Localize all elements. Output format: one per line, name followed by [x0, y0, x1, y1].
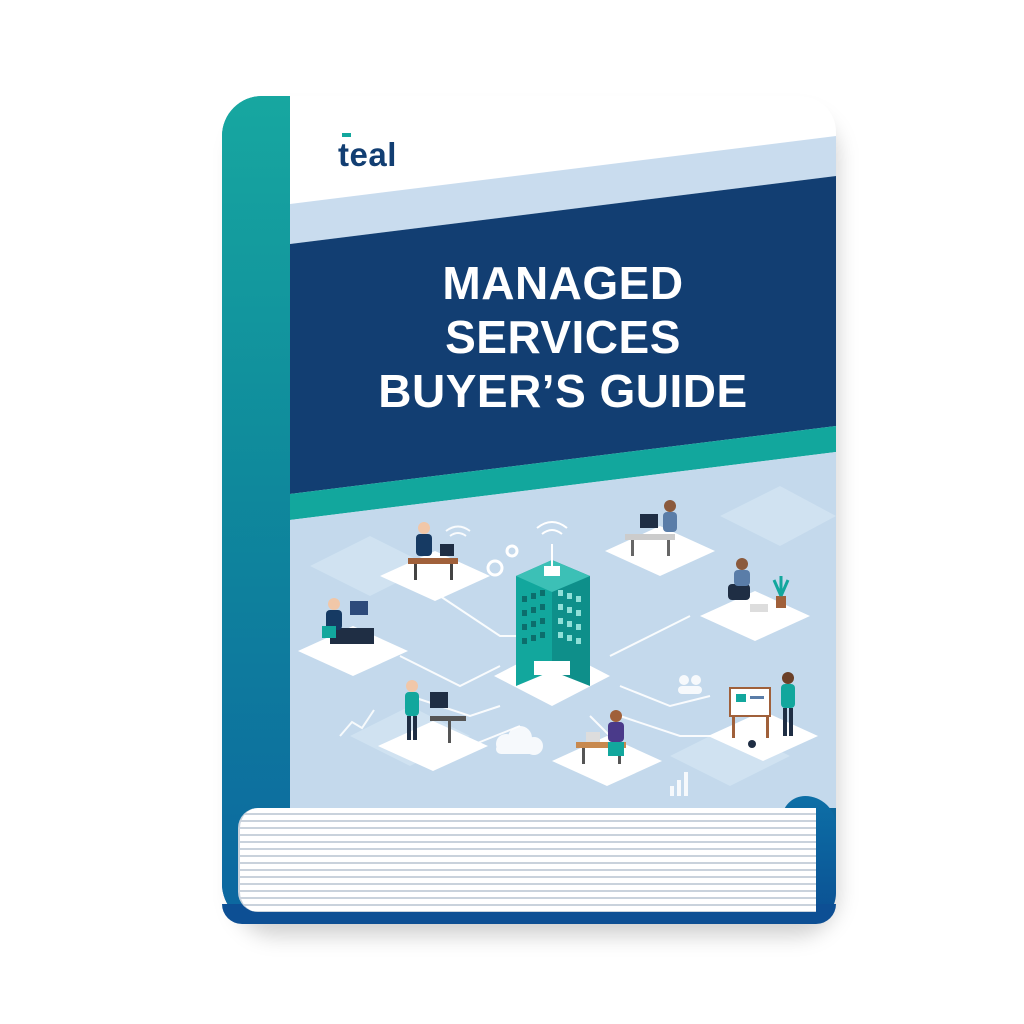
laptop-worker [576, 710, 626, 764]
users-icon [678, 675, 702, 694]
desk-worker-seated-left-platform [298, 626, 408, 676]
cloud-icon [496, 726, 543, 755]
gears-icon [486, 544, 519, 577]
book-front-cover: teal MANAGED SERVICES BUYER’S GUIDE [290, 96, 836, 808]
desk-worker-seated-left [322, 598, 374, 644]
office-building-hub [516, 521, 590, 686]
title-line-1: MANAGED [442, 257, 684, 309]
ebook-mockup: teal MANAGED SERVICES BUYER’S GUIDE [222, 96, 838, 936]
lounge-worker-plant-platform [700, 591, 810, 641]
desk-worker-suit [408, 522, 458, 580]
standing-desk-worker-platform [378, 721, 488, 771]
desk-worker-suit-platform [380, 551, 490, 601]
book-spine [222, 96, 292, 924]
wifi-icon [445, 525, 471, 537]
lounge-worker-plant [728, 558, 790, 612]
desk-worker-monitor-platform [605, 526, 715, 576]
chart-icon [670, 772, 688, 796]
desk-worker-monitor [625, 500, 677, 556]
laptop-worker-platform [552, 736, 662, 786]
standing-desk-worker [405, 680, 466, 743]
logo-mark-icon [342, 133, 351, 137]
network-illustration [298, 500, 818, 796]
title-line-2: SERVICES [445, 311, 681, 363]
title-line-3: BUYER’S GUIDE [378, 365, 748, 417]
presenter-whiteboard-platform [708, 711, 818, 761]
teal-logo: teal [338, 136, 397, 173]
trend-line-icon [339, 709, 375, 737]
book-pages [238, 808, 816, 912]
presenter-whiteboard [729, 672, 795, 748]
